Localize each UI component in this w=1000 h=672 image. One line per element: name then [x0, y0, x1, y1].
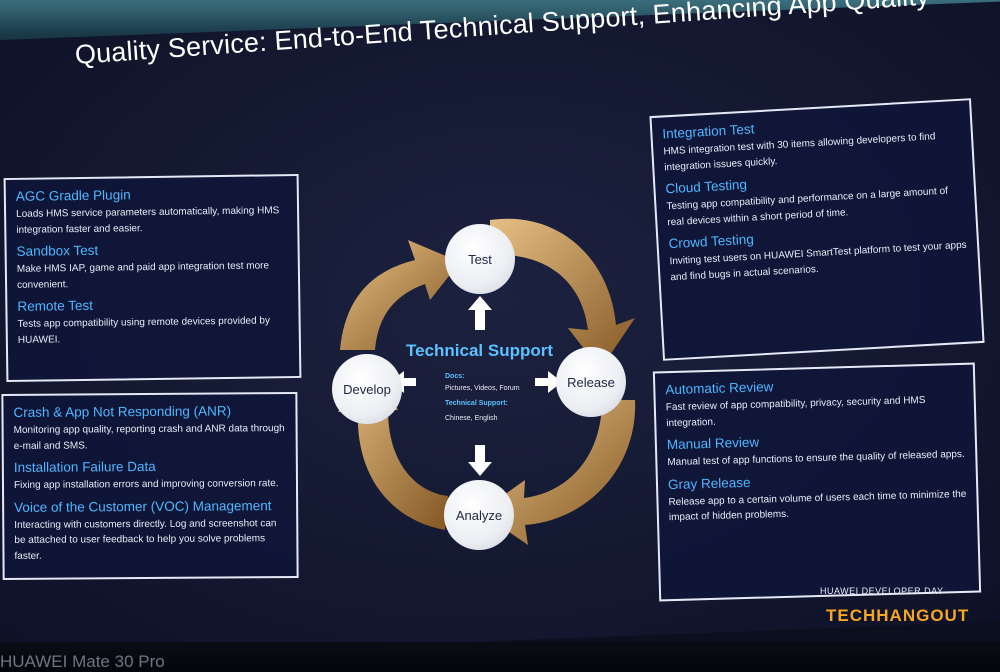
- center-title: Technical Support: [406, 341, 554, 360]
- panel-heading: Remote Test: [17, 297, 94, 314]
- panel-description: Fast review of app compatibility, privac…: [665, 394, 926, 429]
- arrow-center-right: [535, 371, 562, 393]
- panel-description: Loads HMS service parameters automatical…: [16, 205, 280, 236]
- floor-shadow: [0, 642, 1000, 672]
- panel-heading: Crash & App Not Responding (ANR): [13, 403, 232, 420]
- panel-description: Fixing app installation errors and impro…: [13, 478, 279, 491]
- camera-watermark: HUAWEI Mate 30 Pro: [0, 652, 165, 671]
- arrow-center-left: [390, 371, 416, 393]
- panel-release: Automatic Review Fast review of app comp…: [652, 362, 982, 602]
- panel-heading: Sandbox Test: [16, 242, 99, 259]
- technical-support-cycle: Test Release Analyze Develop Technical S…: [320, 200, 660, 570]
- support-value: Chinese, English: [445, 415, 498, 422]
- panel-description: Release app to a certain volume of users…: [668, 488, 967, 524]
- panel-dev-tools: AGC Gradle Plugin Loads HMS service para…: [3, 173, 302, 383]
- panel-testing: Integration Test HMS integration test wi…: [649, 98, 985, 361]
- support-label: Technical Support:: [445, 400, 508, 407]
- arrow-develop-to-test: [340, 240, 460, 350]
- node-analyze: Analyze: [444, 480, 514, 550]
- panel-description: Monitoring app quality, reporting crash …: [13, 423, 285, 452]
- panel-description: Interacting with customers directly. Log…: [14, 517, 277, 562]
- watermark-brand: TECHHANGOUT: [826, 606, 970, 625]
- arrow-center-down: [468, 445, 492, 476]
- node-test: Test: [445, 224, 515, 294]
- event-logo-text: HUAWEI DEVELOPER DAY: [820, 586, 944, 596]
- docs-value: Pictures, Videos, Forum: [445, 385, 520, 392]
- panel-analytics: Crash & App Not Responding (ANR) Monitor…: [1, 391, 299, 581]
- arrow-center-up: [468, 296, 492, 330]
- panel-heading: Voice of the Customer (VOC) Management: [14, 497, 272, 515]
- docs-label: Docs:: [445, 373, 465, 380]
- arrow-test-to-release: [490, 218, 635, 370]
- arrow-release-to-analyze: [480, 400, 636, 545]
- panel-description: Tests app compatibility using remote dev…: [17, 315, 271, 346]
- node-develop: Develop: [332, 354, 402, 424]
- node-release: Release: [556, 347, 626, 417]
- panel-heading: Installation Failure Data: [13, 458, 156, 475]
- panel-description: Make HMS IAP, game and paid app integrat…: [16, 260, 270, 291]
- panel-heading: AGC Gradle Plugin: [15, 187, 131, 204]
